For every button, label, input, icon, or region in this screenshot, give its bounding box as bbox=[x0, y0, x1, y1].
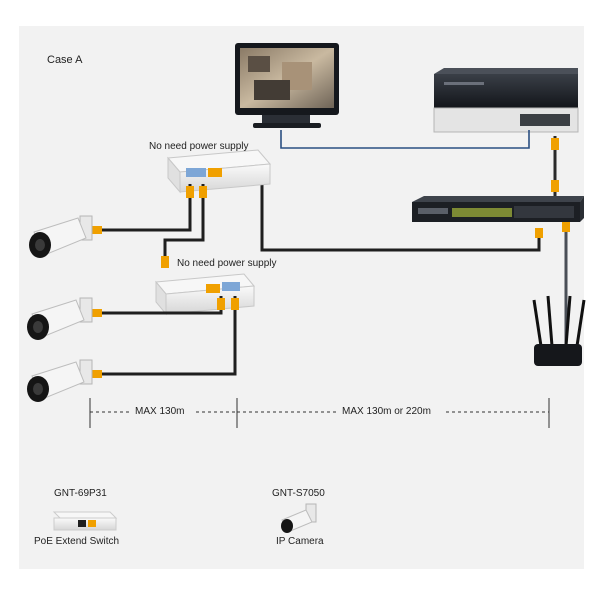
ip-camera-2 bbox=[27, 297, 93, 340]
legend-camera-model: GNT-S7050 bbox=[272, 488, 325, 499]
legend-switch-model: GNT-69P31 bbox=[54, 488, 107, 499]
ip-camera-1 bbox=[29, 215, 93, 258]
router-icon bbox=[532, 295, 586, 366]
switch-router-cable bbox=[562, 222, 570, 346]
poe-extender-1 bbox=[166, 149, 272, 194]
dimension-label-right: MAX 130m or 220m bbox=[342, 406, 431, 417]
poe-extender-2 bbox=[155, 273, 255, 316]
nvr-icon bbox=[433, 68, 579, 133]
legend-camera-icon bbox=[281, 503, 317, 533]
no-power-label-1: No need power supply bbox=[149, 141, 249, 152]
ip-camera-3 bbox=[27, 359, 93, 402]
legend-switch-name: PoE Extend Switch bbox=[34, 536, 120, 547]
dimension-lines bbox=[89, 398, 550, 428]
extender1-output-cables bbox=[92, 184, 207, 268]
extender2-output-cables bbox=[92, 296, 239, 378]
nvr-switch-cable bbox=[551, 136, 559, 198]
case-label: Case A bbox=[47, 54, 83, 66]
dimension-label-left: MAX 130m bbox=[135, 406, 185, 417]
poe-switch-icon bbox=[412, 196, 584, 222]
monitor-icon bbox=[235, 43, 339, 128]
legend-camera-name: IP Camera bbox=[276, 536, 324, 547]
no-power-label-2: No need power supply bbox=[177, 258, 277, 269]
monitor-nvr-cable bbox=[280, 130, 530, 149]
legend-switch-icon bbox=[52, 511, 118, 531]
